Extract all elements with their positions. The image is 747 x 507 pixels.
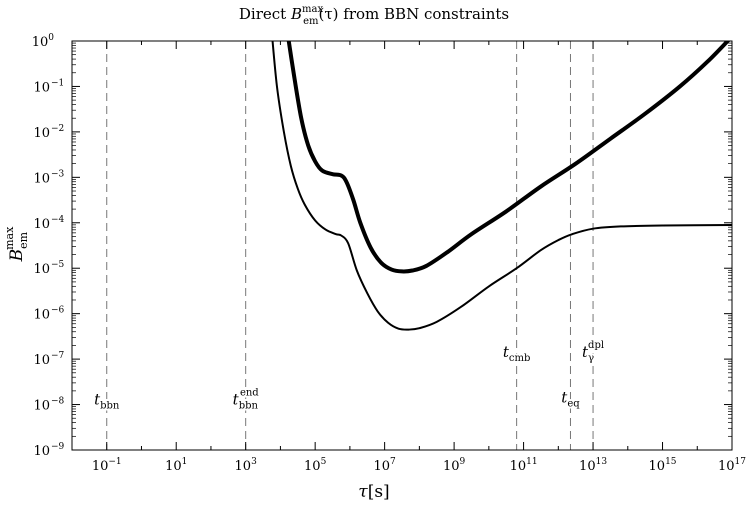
y-tick-label: 10−8	[33, 397, 64, 414]
title-prefix: Direct	[239, 5, 291, 23]
x-tick-label: 1017	[718, 457, 746, 474]
x-axis-unit: [s]	[368, 482, 390, 502]
y-tick-label: 10−4	[33, 215, 64, 232]
vline-annotations: tbbn tbbnend tcmb teq tγdpl	[92, 338, 606, 414]
x-tick-label: 107	[373, 457, 396, 474]
x-tick-label: 103	[235, 457, 258, 474]
tick-marks	[71, 40, 733, 451]
y-axis-label: Bemmax	[3, 226, 30, 262]
x-tick-label: 109	[443, 457, 466, 474]
y-tick-label: 10−3	[33, 169, 64, 186]
y-tick-label: 10−7	[33, 351, 64, 368]
series-line-thick	[286, 41, 731, 274]
vline-label-bbn: tbbn	[94, 391, 120, 412]
title-symbol-sup: max	[302, 4, 323, 15]
x-axis-symbol: τ	[358, 482, 368, 502]
title-symbol: B	[290, 5, 302, 23]
y-tick-label: 10−5	[33, 260, 64, 277]
y-axis-sup: max	[3, 226, 16, 250]
vline-label-eq: teq	[561, 388, 580, 409]
x-axis-label: τ[s]	[358, 482, 389, 502]
annotation-lines	[106, 41, 594, 450]
x-tick-label: 105	[304, 457, 327, 474]
svg-text:Bemmax: Bemmax	[3, 226, 30, 262]
x-tick-label: 10−1	[92, 457, 122, 474]
x-tick-label: 101	[165, 457, 187, 474]
tick-labels: 10−1 101 103 105 107 109 1011 1013 1015 1017 10−9 1…	[32, 33, 747, 474]
y-tick-label: 100	[32, 33, 55, 50]
y-tick-label: 10−2	[33, 124, 64, 141]
x-tick-label: 1015	[649, 457, 677, 474]
y-tick-label: 10−9	[33, 442, 64, 459]
vline-label-γ: tγdpl	[582, 340, 604, 364]
x-tick-label: 1011	[510, 457, 538, 474]
y-axis-sub: em	[17, 231, 30, 249]
title-symbol-sub: em	[303, 16, 319, 27]
vline-label-bbn: tbbnend	[233, 388, 260, 412]
series-layer	[271, 41, 732, 331]
y-tick-label: 10−1	[33, 78, 64, 95]
title-suffix: from BBN constraints	[339, 5, 510, 23]
vline-label-cmb: tcmb	[503, 343, 531, 364]
y-tick-label: 10−6	[33, 306, 64, 323]
series-line-thin	[271, 41, 732, 331]
y-axis-symbol: B	[7, 249, 27, 263]
x-tick-label: 1013	[579, 457, 607, 474]
plot-frame	[71, 40, 733, 451]
title-arg: (τ)	[319, 5, 339, 23]
